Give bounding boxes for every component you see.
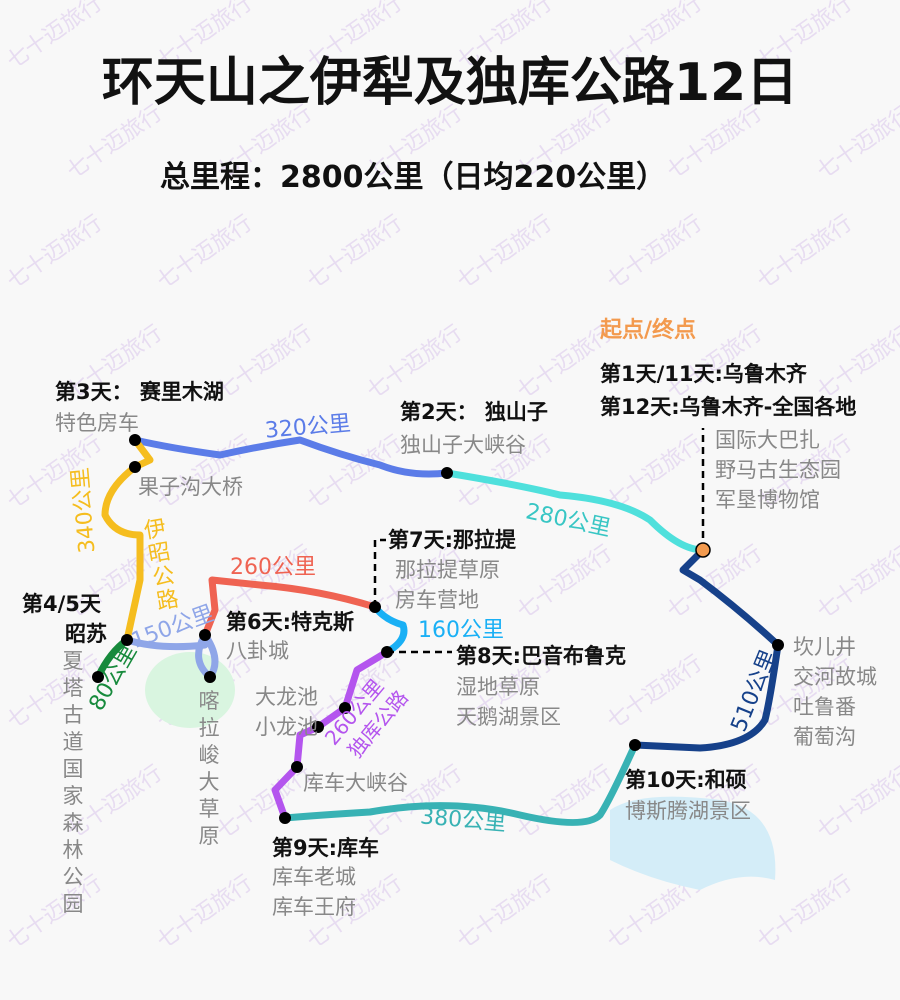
start-end-label: 起点/终点: [600, 318, 697, 343]
stop-urumqi-day12: 第12天:乌鲁木齐-全国各地: [600, 395, 857, 419]
route-340: [101, 436, 154, 644]
stop-dots: [92, 434, 784, 824]
leader-nalati: [373, 538, 386, 607]
poi-bayinbuluke: 湿地草原天鹅湖景区: [456, 675, 561, 729]
route-260-duku: [271, 648, 391, 822]
segment-label-160: 160公里: [418, 618, 504, 643]
poi-kuche: 库车老城库车王府: [272, 865, 356, 919]
poi-guozigou: 果子沟大桥: [138, 475, 243, 499]
poi-dalongchi: 大龙池: [255, 685, 318, 709]
stop-heshuo-day: 第10天:和硕: [625, 768, 747, 792]
poi-turpan: 坎儿井交河故城吐鲁番葡萄沟: [793, 635, 877, 749]
stop-zhaosu-day: 第4/5天: [22, 592, 101, 616]
stop-sailimu-day: 第3天： 赛里木湖: [55, 380, 224, 404]
poi-xiaolongchi: 小龙池: [255, 715, 318, 739]
stop-dushanzi-day: 第2天： 独山子: [400, 400, 548, 424]
route-380: [281, 741, 639, 826]
poi-sailimu: 特色房车: [55, 411, 139, 435]
poi-xiata: 夏塔古道国家森林公园: [62, 649, 84, 916]
stop-nalati-day: 第7天:那拉提: [388, 528, 517, 552]
poi-urumqi: 国际大巴扎野马古生态园军垦博物馆: [715, 428, 841, 512]
poi-kuchegorge: 库车大峡谷: [303, 771, 408, 795]
route-320: [131, 436, 451, 478]
page-title: 环天山之伊犁及独库公路12日: [101, 53, 799, 113]
route-160: [371, 603, 408, 656]
poi-dushanzi: 独山子大峡谷: [400, 433, 526, 457]
poi-tekesi: 八卦城: [226, 639, 289, 663]
poi-nalati: 那拉提草原房车营地: [395, 558, 500, 612]
route-260: [201, 576, 379, 639]
stop-bayinbuluke-day: 第8天:巴音布鲁克: [456, 644, 627, 668]
bosten-lake: [610, 796, 776, 890]
route-280: [443, 469, 707, 554]
stop-kuche-day: 第9天:库车: [272, 836, 380, 860]
stop-tekesi-day: 第6天:特克斯: [226, 610, 355, 634]
total-distance: 总里程：2800公里（日均220公里）: [160, 160, 667, 195]
start-end-marker: [695, 542, 711, 558]
stop-urumqi-day: 第1天/11天:乌鲁木齐: [600, 362, 807, 386]
poi-heshuo: 博斯腾湖景区: [625, 799, 751, 823]
stop-zhaosu-name: 昭苏: [65, 622, 107, 646]
grassland-area: [145, 652, 235, 728]
poi-kalajun: 喀拉峻大草原: [198, 689, 220, 848]
route-510: [631, 546, 782, 752]
segment-label-260: 260公里: [230, 555, 316, 580]
